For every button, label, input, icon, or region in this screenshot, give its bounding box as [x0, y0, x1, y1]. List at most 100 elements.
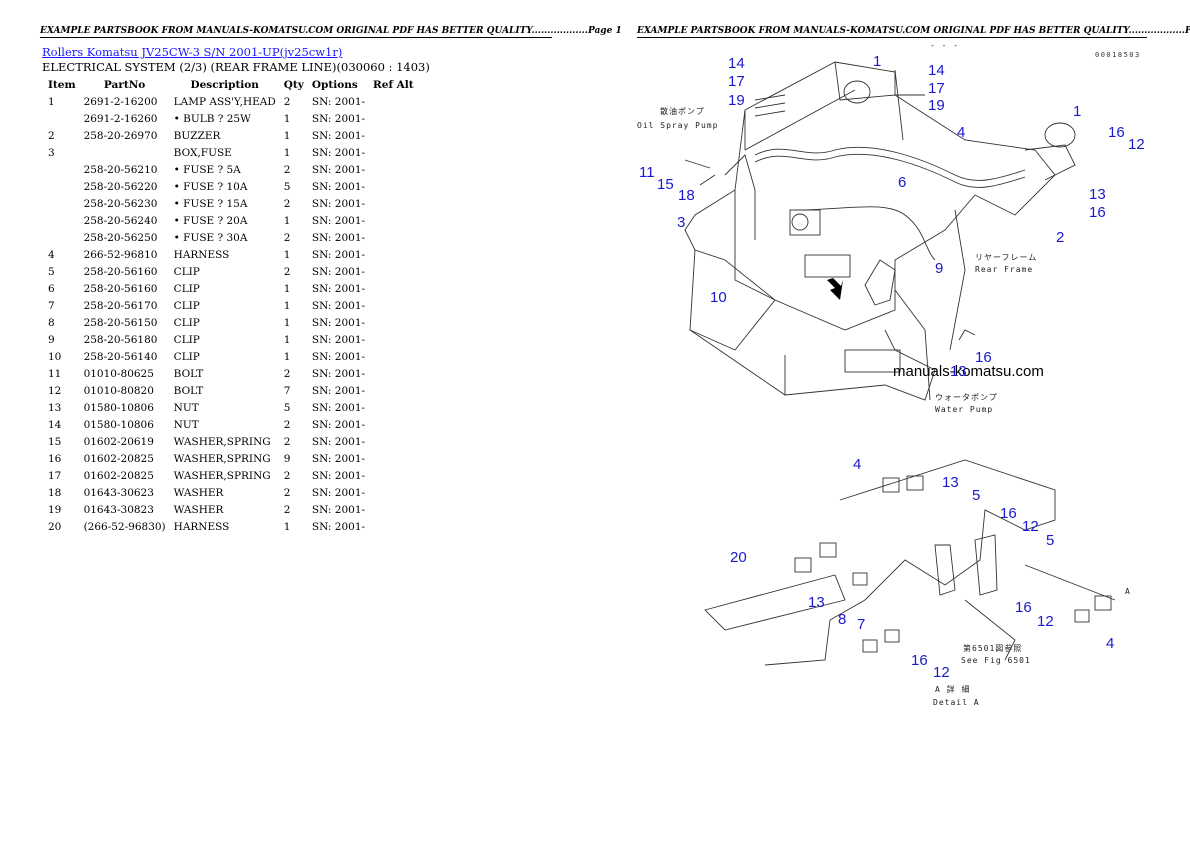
cell-qty: 1	[283, 350, 291, 363]
callout-12: 12	[933, 664, 950, 681]
callout-2: 2	[1056, 229, 1064, 246]
cell-item: 10	[48, 350, 62, 363]
cell-options: SN: 2001-	[311, 350, 366, 363]
cell-description: HARNESS	[173, 248, 230, 261]
cell-partno: 258-20-56150	[83, 316, 158, 329]
callout-5: 5	[972, 487, 980, 504]
cell-partno: 258-20-56140	[83, 350, 158, 363]
callout-18: 18	[678, 187, 695, 204]
detail-connector-4	[819, 542, 837, 558]
detail-a-en: Detail A	[933, 698, 980, 707]
model-title-link[interactable]: Rollers Komatsu JV25CW-3 S/N 2001-UP(jv2…	[42, 45, 343, 59]
callout-13: 13	[808, 594, 825, 611]
cell-ref-alt	[369, 433, 418, 450]
cell-ref-alt	[369, 297, 418, 314]
cell-partno: 258-20-56160	[83, 265, 158, 278]
cell-description: • FUSE ? 30A	[173, 231, 248, 244]
frame-side-line	[734, 190, 776, 301]
cell-description: WASHER,SPRING	[173, 435, 271, 448]
detail-connector-2	[906, 475, 924, 491]
cell-item	[42, 229, 80, 246]
cell-description: CLIP	[173, 282, 200, 295]
header-options: Options	[311, 78, 358, 91]
water-pump-leader	[894, 289, 931, 401]
parts-table: Item PartNo Description Qty Options Ref …	[42, 76, 418, 535]
cell-qty: 2	[283, 231, 291, 244]
frame-vent	[844, 349, 901, 373]
cell-description: CLIP	[173, 265, 200, 278]
frame-top-edge	[744, 89, 856, 151]
callout-13: 13	[942, 474, 959, 491]
harness-line-top-2	[754, 153, 1026, 188]
cell-ref-alt	[369, 127, 418, 144]
cell-qty: 7	[283, 384, 291, 397]
cell-description: • FUSE ? 5A	[173, 163, 241, 176]
cell-description: BOLT	[173, 384, 204, 397]
cell-qty: 2	[283, 469, 291, 482]
callout-12: 12	[1128, 136, 1145, 153]
cell-options: SN: 2001-	[311, 435, 366, 448]
cell-options: SN: 2001-	[311, 112, 366, 125]
cell-partno: 01643-30623	[83, 486, 154, 499]
cell-item	[42, 195, 80, 212]
callout-1: 1	[873, 53, 881, 70]
cell-options: SN: 2001-	[311, 367, 366, 380]
cell-item	[42, 161, 80, 178]
harness-line-top	[754, 146, 1026, 181]
callout-17: 17	[728, 73, 745, 90]
callout-6: 6	[898, 174, 906, 191]
see-fig-jp: 第6501図参照	[963, 643, 1022, 653]
cell-partno: 258-20-56220	[83, 180, 158, 193]
callout-4: 4	[957, 124, 965, 141]
cell-partno: 01602-20619	[83, 435, 154, 448]
cell-options: SN: 2001-	[311, 333, 366, 346]
cell-description: CLIP	[173, 299, 200, 312]
callout-16: 16	[975, 349, 992, 366]
callout-11: 11	[639, 164, 655, 181]
callout-19: 19	[728, 92, 745, 109]
see-fig-en: See Fig 6501	[961, 656, 1031, 665]
cell-item	[42, 110, 80, 127]
cell-ref-alt	[369, 229, 418, 246]
cell-item: 17	[48, 469, 62, 482]
cell-item: 12	[48, 384, 62, 397]
detail-a-jp: A 詳 細	[935, 684, 970, 694]
callout-3: 3	[677, 214, 685, 231]
see-fig-leader	[964, 599, 1016, 661]
cell-qty: 2	[283, 95, 291, 108]
cell-ref-alt	[369, 365, 418, 382]
detail-connector-1	[882, 477, 900, 493]
cell-ref-alt	[369, 450, 418, 467]
cell-description: • FUSE ? 20A	[173, 214, 248, 227]
lamp-bracket-left	[834, 61, 896, 101]
frame-floor	[784, 329, 936, 401]
cell-item: 1	[48, 95, 55, 108]
cell-item: 20	[48, 520, 62, 533]
rear-frame-leader	[949, 209, 966, 351]
cell-options: SN: 2001-	[311, 282, 366, 295]
callout-10: 10	[710, 289, 727, 306]
callout-leaders-right	[894, 69, 925, 141]
cell-partno: 266-52-96810	[83, 248, 158, 261]
callout-1: 1	[1073, 103, 1081, 120]
oil-spray-pump-en: Oil Spray Pump	[637, 121, 718, 130]
cell-item: 13	[48, 401, 62, 414]
callout-4: 4	[1106, 635, 1114, 652]
cell-item: 3	[48, 146, 55, 159]
cell-qty: 2	[283, 435, 291, 448]
cell-item: 15	[48, 435, 62, 448]
header-ref-alt: Ref Alt	[373, 78, 414, 91]
callout-5: 5	[1046, 532, 1054, 549]
cell-description: CLIP	[173, 316, 200, 329]
cell-qty: 2	[283, 418, 291, 431]
callout-16: 16	[911, 652, 928, 669]
